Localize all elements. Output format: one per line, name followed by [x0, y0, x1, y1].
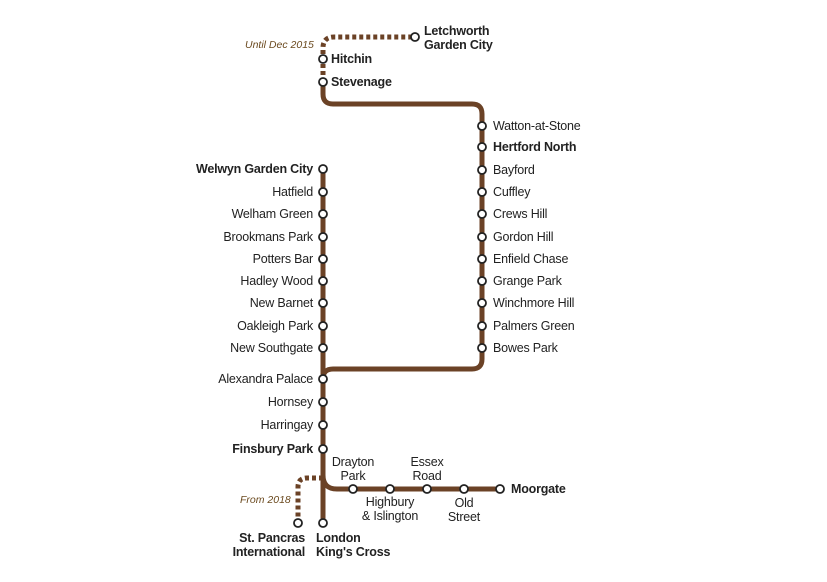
station-hornsey[interactable] [318, 397, 328, 407]
station-hatfield[interactable] [318, 187, 328, 197]
label-drayton-park: Drayton Park [331, 455, 375, 483]
station-welwyn[interactable] [318, 164, 328, 174]
label-old-street: Old Street [447, 496, 481, 524]
station-bowes-park[interactable] [477, 343, 487, 353]
station-essex-road[interactable] [422, 484, 432, 494]
label-moorgate: Moorgate [511, 482, 566, 496]
label-potters-bar: Potters Bar [252, 252, 314, 266]
label-enfield-chase: Enfield Chase [493, 252, 569, 266]
station-oakleigh-park[interactable] [318, 321, 328, 331]
label-grange-park: Grange Park [493, 274, 562, 288]
station-letchworth[interactable] [410, 32, 420, 42]
label-hitchin: Hitchin [331, 52, 372, 66]
label-welwyn: Welwyn Garden City [195, 162, 313, 176]
note-from-2018: From 2018 [240, 494, 291, 506]
label-stevenage: Stevenage [331, 75, 392, 89]
label-welham-green: Welham Green [231, 207, 314, 221]
station-moorgate[interactable] [495, 484, 505, 494]
label-essex-road: Essex Road [410, 455, 444, 483]
label-alexandra-palace: Alexandra Palace [218, 372, 313, 386]
label-palmers-green: Palmers Green [493, 319, 575, 333]
note-until-dec-2015: Until Dec 2015 [245, 39, 314, 51]
station-palmers-green[interactable] [477, 321, 487, 331]
station-stevenage[interactable] [318, 77, 328, 87]
station-watton[interactable] [477, 121, 487, 131]
station-cuffley[interactable] [477, 187, 487, 197]
label-cuffley: Cuffley [493, 185, 531, 199]
label-highbury: Highbury & Islington [361, 495, 419, 523]
label-winchmore-hill: Winchmore Hill [493, 296, 575, 310]
label-hatfield: Hatfield [272, 185, 313, 199]
label-hadley-wood: Hadley Wood [240, 274, 313, 288]
label-new-barnet: New Barnet [249, 296, 314, 310]
label-finsbury-park: Finsbury Park [232, 442, 313, 456]
station-winchmore-hill[interactable] [477, 298, 487, 308]
station-enfield-chase[interactable] [477, 254, 487, 264]
station-new-barnet[interactable] [318, 298, 328, 308]
line-letchworth-dotted [320, 34, 415, 82]
station-new-southgate[interactable] [318, 343, 328, 353]
station-crews-hill[interactable] [477, 209, 487, 219]
label-oakleigh-park: Oakleigh Park [237, 319, 313, 333]
label-crews-hill: Crews Hill [493, 207, 548, 221]
label-bowes-park: Bowes Park [493, 341, 558, 355]
station-harringay[interactable] [318, 420, 328, 430]
station-old-street[interactable] [459, 484, 469, 494]
station-finsbury-park[interactable] [318, 444, 328, 454]
station-gordon-hill[interactable] [477, 232, 487, 242]
label-new-southgate: New Southgate [230, 341, 313, 355]
label-kings-cross: London King's Cross [316, 531, 391, 559]
station-hitchin[interactable] [318, 54, 328, 64]
station-welham-green[interactable] [318, 209, 328, 219]
label-watton: Watton-at-Stone [493, 119, 581, 133]
station-grange-park[interactable] [477, 276, 487, 286]
label-gordon-hill: Gordon Hill [493, 230, 554, 244]
station-kings-cross[interactable] [318, 518, 328, 528]
line-stpancras-dotted [295, 475, 323, 523]
label-bayford: Bayford [493, 163, 535, 177]
label-st-pancras: St. Pancras International [232, 531, 306, 559]
station-highbury[interactable] [385, 484, 395, 494]
label-brookmans-park: Brookmans Park [223, 230, 313, 244]
label-harringay: Harringay [260, 418, 314, 432]
label-letchworth: Letchworth Garden City [424, 24, 493, 52]
station-bayford[interactable] [477, 165, 487, 175]
line-moorgate-branch [320, 474, 500, 492]
label-hornsey: Hornsey [267, 395, 313, 409]
station-hadley-wood[interactable] [318, 276, 328, 286]
station-alexandra-palace[interactable] [318, 374, 328, 384]
station-st-pancras[interactable] [293, 518, 303, 528]
line-hertford-loop [320, 82, 485, 380]
station-drayton-park[interactable] [348, 484, 358, 494]
label-hertford-north: Hertford North [493, 140, 577, 154]
station-hertford-north[interactable] [477, 142, 487, 152]
station-potters-bar[interactable] [318, 254, 328, 264]
station-brookmans-park[interactable] [318, 232, 328, 242]
